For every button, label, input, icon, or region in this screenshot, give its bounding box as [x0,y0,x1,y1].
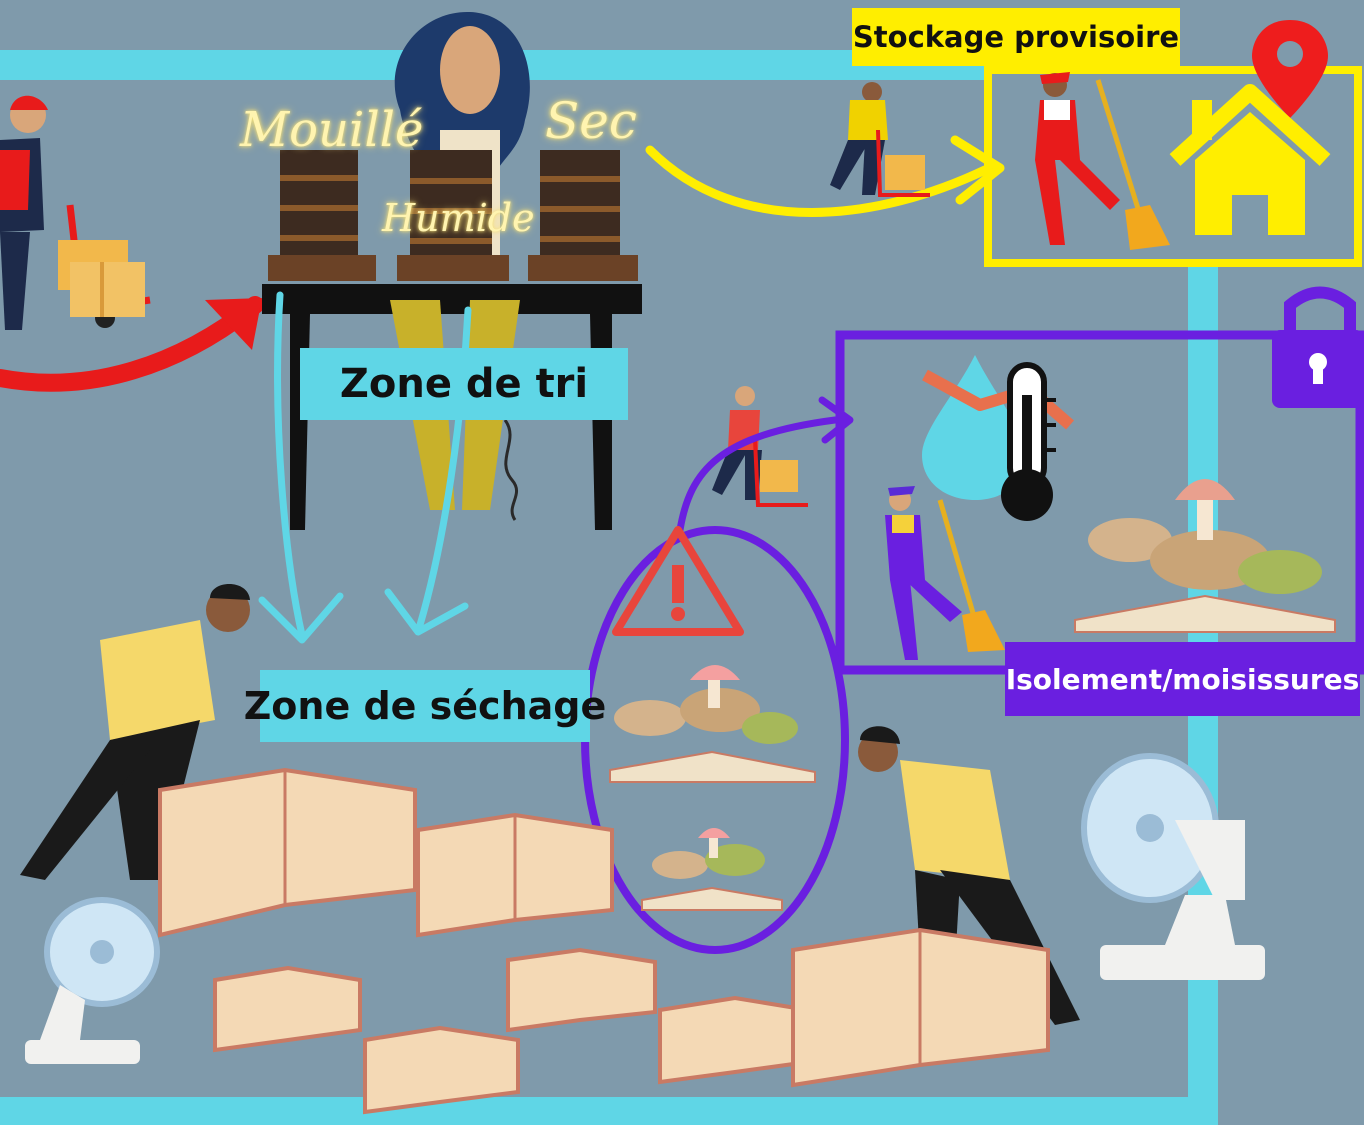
open-book-icon [506,947,657,1033]
moldy-book [609,688,816,783]
isolation-zone-label: Isolement/moisissures [1005,642,1360,716]
fan-icon [1081,753,1265,980]
house-icon [1169,84,1331,235]
open-book-icon [363,1025,520,1115]
padlock-icon [1272,286,1364,408]
sorting-zone-label: Zone de tri [300,348,628,420]
to-drying-arrow [274,291,306,639]
open-book-icon [158,767,417,938]
hand-truck-icon [58,204,151,328]
water-drop-icon [922,355,1025,500]
broom-icon [1095,79,1170,250]
warning-triangle-icon [612,526,744,636]
stockage-zone-frame [984,66,1362,267]
mushroom-icon [1175,479,1235,540]
wet-category-label: Mouillé [240,102,424,158]
thermometer-icon [1001,362,1056,521]
dry-category-label: Sec [545,92,637,150]
fan-icon [25,897,160,1064]
open-book-icon [658,995,810,1085]
storage-arrow [645,145,990,217]
broom-icon [937,499,1005,652]
open-book-icon [213,965,362,1053]
stockage-zone-label: Stockage provisoire [852,8,1180,66]
book-stack-icon [268,150,376,281]
book-stack-icon [528,150,638,281]
drying-worker-left [20,584,250,880]
worker-to-isolation [712,386,808,507]
humidity-down-arrow [922,369,1074,430]
open-book-icon [416,812,614,938]
worker-with-cart [830,82,930,197]
drying-zone-label: Zone de séchage [244,670,606,742]
open-book-icon [791,927,1050,1088]
moldy-book [1074,518,1336,633]
book-stack-icon [397,150,509,281]
mushroom-icon [690,665,740,708]
mushroom-icon [698,828,730,858]
isolation-cleaner [885,486,962,660]
to-isolation-arrow [676,416,839,534]
moldy-book [641,844,783,911]
cleaner-person [1035,72,1120,245]
delivery-person [0,95,48,330]
damp-category-label: Humide [382,196,535,240]
map-pin-icon [1252,20,1328,118]
arrival-arrow [0,296,264,392]
